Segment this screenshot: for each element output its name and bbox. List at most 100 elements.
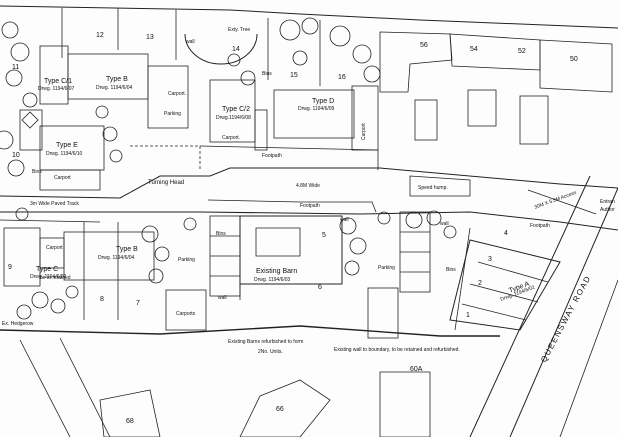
carport-label: Carport	[46, 245, 63, 251]
plot-number: 6	[318, 284, 322, 291]
unit-label: Type E	[56, 142, 78, 149]
terrace-divider	[477, 261, 549, 283]
wall-label: wall	[186, 39, 195, 45]
neighbour-house-50	[539, 39, 613, 93]
north-boundary	[0, 5, 618, 29]
boundary-wall-note: Existing wall to boundary, to be retaine…	[334, 347, 460, 353]
plot-number: 9	[8, 264, 12, 271]
plot-number: 15	[290, 72, 298, 79]
plot-number: 10	[12, 152, 20, 159]
neighbour-house-68	[99, 389, 161, 437]
speed-hump-label: Speed hump.	[418, 185, 448, 191]
outbuilding	[467, 89, 497, 127]
parking-label: Parking	[178, 257, 195, 263]
unit-label: Existing Barn	[256, 268, 298, 275]
entrance-label: Entran	[600, 199, 615, 205]
unit-drawing-ref: Drwg. 1194/6/10	[46, 151, 83, 157]
barn-unit	[255, 227, 301, 257]
plot-number: 68	[126, 418, 134, 425]
carport-east	[351, 85, 379, 151]
plot-number: 3	[488, 256, 492, 263]
plot-number: 1	[466, 312, 470, 319]
wall-label: wall	[440, 221, 449, 227]
tree-label: Exty. Tree	[228, 27, 251, 33]
plot-number: 13	[146, 34, 154, 41]
carport-label: Carport.	[168, 91, 187, 97]
unit-label: Type C/2	[222, 106, 251, 113]
carport-label: Carport	[361, 123, 367, 140]
unit-drawing-ref: Drwg. 1194/6/04	[98, 255, 135, 261]
unit-type-d	[273, 89, 355, 139]
access-line	[527, 189, 597, 215]
plot-number: 2	[478, 280, 482, 287]
unit-type-c1	[39, 45, 69, 105]
turning-head-label: Turning Head	[148, 180, 185, 186]
plot-number: 66	[276, 406, 284, 413]
plot-number: 52	[518, 48, 526, 55]
plot-number: 7	[136, 300, 140, 307]
plot-number: 16	[338, 74, 346, 81]
bins-label: Bins	[262, 71, 272, 77]
unit-label: Type B	[106, 76, 128, 83]
neighbour-house-60a	[379, 371, 431, 437]
terrace-divider	[461, 303, 527, 321]
plot-divider	[0, 219, 101, 223]
footpath-label: Footpath	[530, 223, 550, 229]
wall-label: wall	[340, 217, 349, 223]
unit-drawing-ref: Drwg. 1194/6/07	[38, 86, 75, 92]
unit-type-a	[449, 239, 561, 331]
outbuilding	[414, 99, 438, 141]
existing-tree-canopy	[184, 33, 258, 65]
bins-label: Bins	[32, 169, 42, 175]
unit-drawing-ref: Drwg. 1194/6/04	[96, 85, 133, 91]
hedgerow-label: Ex. Hedgerow	[2, 321, 34, 327]
plot-number: 8	[100, 296, 104, 303]
unit-drawing-ref: Drwg. 1194/6/03	[254, 277, 291, 283]
units-note: 2No. Units.	[258, 349, 283, 355]
plot-number: 14	[232, 46, 240, 53]
plot-number: 4	[504, 230, 508, 237]
carport-label: Carport.	[222, 135, 241, 141]
carports-label: Carports	[176, 311, 196, 317]
carports-block	[165, 289, 207, 331]
plot-number: 11	[12, 64, 20, 71]
unit-label: Type B	[116, 246, 138, 253]
carport-west	[39, 169, 101, 191]
unit-label: Type C	[36, 266, 59, 273]
outbuilding	[519, 95, 549, 145]
retained-label: be to retained	[40, 275, 71, 281]
plot-divider	[454, 227, 471, 331]
footpath-edge-north	[199, 145, 379, 170]
south-boundary-wall	[0, 325, 500, 337]
parking-label: Parking	[164, 111, 181, 117]
roof-hip	[21, 111, 39, 129]
road-edge-north	[0, 167, 618, 199]
paved-track-label: 3m Wide Paved Track	[30, 201, 79, 207]
tree-group	[0, 17, 457, 320]
unit-drawing-ref: Drwg.1194/6/08	[216, 115, 251, 121]
carport-label: Carport	[54, 175, 71, 181]
plot-number: 5	[322, 232, 326, 239]
terrace-divider	[469, 283, 539, 303]
plot-number: 50	[570, 56, 578, 63]
neighbour-house-56	[379, 31, 453, 93]
footpath-label: Footpath	[262, 153, 282, 159]
parking-label: Parking	[378, 265, 395, 271]
road-edge-south	[0, 211, 618, 231]
bin-store	[254, 109, 268, 151]
carport-north	[147, 65, 189, 129]
unit-label: Type C/1	[44, 78, 73, 85]
turning-head-edge	[130, 145, 201, 170]
unit-drawing-ref: Drwg. 1194/6/02	[30, 274, 67, 280]
road-edge-west	[469, 175, 591, 437]
barns-note: Existing Barns refurbished to form	[228, 339, 304, 345]
footpath-edge-south	[207, 199, 377, 213]
neighbour-house-54-52	[449, 33, 541, 71]
lane-edge	[19, 339, 71, 437]
footpath-label: Footpath	[300, 203, 320, 209]
plot-number: 56	[420, 42, 428, 49]
road-edge-east	[509, 187, 618, 437]
bins-label: Bins	[216, 231, 226, 237]
